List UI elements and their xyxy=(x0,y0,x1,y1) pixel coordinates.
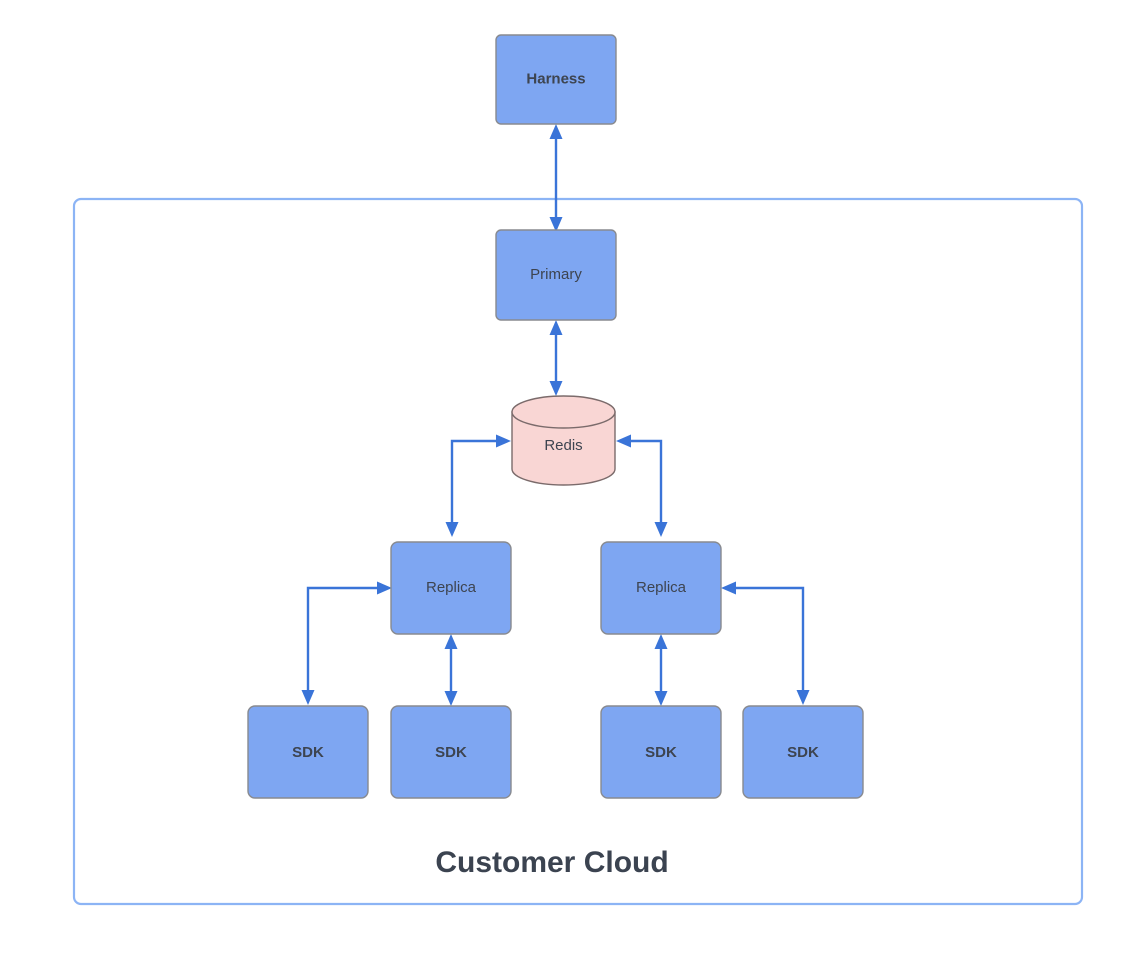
node-sdk-4-shape xyxy=(742,705,864,799)
arrowhead-down xyxy=(549,217,563,232)
edge-path xyxy=(733,586,805,692)
node-replica-2-shape xyxy=(600,541,722,635)
arrowhead-down-into-sdk xyxy=(444,691,458,706)
edge-sdk3-replica2 xyxy=(654,634,668,706)
node-sdk-1[interactable]: SDK xyxy=(247,705,369,799)
node-primary-shape xyxy=(495,229,617,321)
edge-sdk2-replica1 xyxy=(444,634,458,706)
node-sdk-3-label: SDK xyxy=(645,744,677,761)
node-sdk-3[interactable]: SDK xyxy=(600,705,722,799)
node-primary[interactable]: Primary xyxy=(495,229,617,321)
arrowhead-up-into-replica xyxy=(444,634,458,649)
edge-path xyxy=(450,439,500,525)
arrowhead-down-into-replica xyxy=(445,522,459,537)
node-redis[interactable]: Redis xyxy=(511,395,616,486)
arrowhead-left-into-redis xyxy=(616,434,631,448)
arrowhead-right-into-replica xyxy=(377,581,392,595)
node-sdk-1-shape xyxy=(247,705,369,799)
customer-cloud-label: Customer Cloud xyxy=(435,846,668,879)
node-sdk-4-label: SDK xyxy=(787,744,819,761)
arrowhead-down-into-sdk xyxy=(796,690,810,705)
edge-sdk4-replica2 xyxy=(721,581,810,705)
edge-redis-replica2 xyxy=(616,434,668,537)
node-redis-body xyxy=(511,411,616,486)
edge-path xyxy=(306,586,380,692)
node-replica-2[interactable]: Replica xyxy=(600,541,722,635)
node-sdk-4[interactable]: SDK xyxy=(742,705,864,799)
node-redis-label: Redis xyxy=(544,437,582,454)
node-replica-1-shape xyxy=(390,541,512,635)
node-harness-shape xyxy=(495,34,617,125)
node-replica-1[interactable]: Replica xyxy=(390,541,512,635)
arrowhead-up xyxy=(549,320,563,335)
edge-path xyxy=(627,439,663,525)
arrowhead-left-into-replica xyxy=(721,581,736,595)
arrowhead-right-into-redis xyxy=(496,434,511,448)
node-sdk-3-shape xyxy=(600,705,722,799)
edge-redis-replica1 xyxy=(445,434,511,537)
arrowhead-down-into-sdk xyxy=(654,691,668,706)
arrowhead-down-into-sdk xyxy=(301,690,315,705)
arrowhead-down xyxy=(549,381,563,396)
node-harness-label: Harness xyxy=(526,70,585,87)
arrowhead-up xyxy=(549,124,563,139)
node-sdk-1-label: SDK xyxy=(292,744,324,761)
node-replica-1-label: Replica xyxy=(426,579,477,596)
node-redis-top xyxy=(511,395,616,429)
node-sdk-2-shape xyxy=(390,705,512,799)
arrowhead-up-into-replica xyxy=(654,634,668,649)
edge-primary-harness xyxy=(549,124,563,232)
edge-primary-redis xyxy=(549,320,563,396)
edge-sdk1-replica1 xyxy=(301,581,392,705)
node-sdk-2[interactable]: SDK xyxy=(390,705,512,799)
node-harness[interactable]: Harness xyxy=(495,34,617,125)
node-primary-label: Primary xyxy=(530,266,582,283)
node-sdk-2-label: SDK xyxy=(435,744,467,761)
node-replica-2-label: Replica xyxy=(636,579,687,596)
arrowhead-down-into-replica xyxy=(654,522,668,537)
